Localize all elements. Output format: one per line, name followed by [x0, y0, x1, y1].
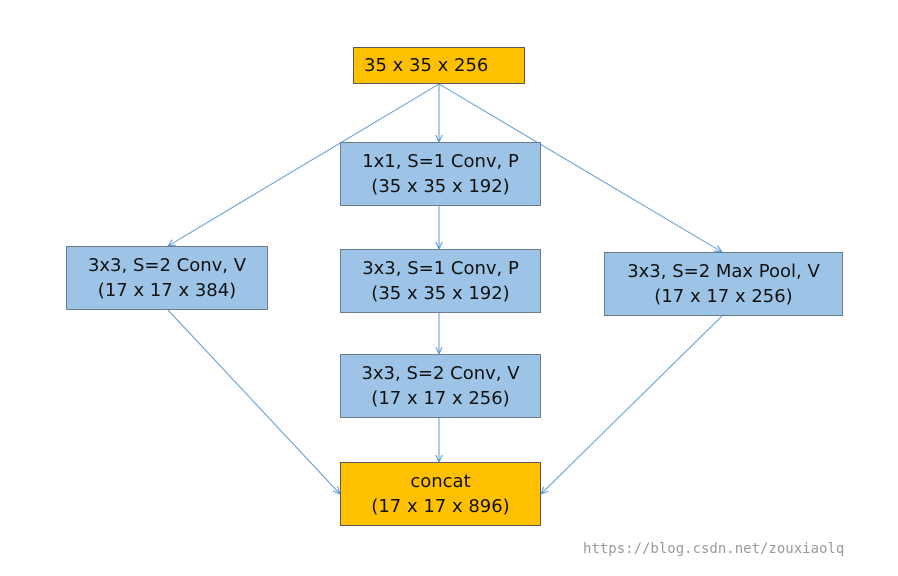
conv3x3-s2-left-shape: (17 x 17 x 384) — [97, 280, 237, 301]
maxpool-box: 3x3, S=2 Max Pool, V (17 x 17 x 256) — [604, 252, 843, 316]
conv3x3-s2-left-box: 3x3, S=2 Conv, V (17 x 17 x 384) — [66, 246, 268, 310]
conv1x1-shape: (35 x 35 x 192) — [371, 176, 510, 197]
conv3x3-s1-label: 3x3, S=1 Conv, P — [362, 258, 519, 279]
edge-conv3x3_s2_left-to-concat — [167, 309, 340, 494]
conv3x3-s2-middle-box: 3x3, S=2 Conv, V (17 x 17 x 256) — [340, 354, 541, 418]
edge-input-to-conv3x3_s2_left — [168, 83, 440, 246]
conv1x1-box: 1x1, S=1 Conv, P (35 x 35 x 192) — [340, 142, 541, 206]
watermark-url: https://blog.csdn.net/zouxiaolq — [583, 541, 845, 557]
edge-input-to-maxpool — [438, 83, 722, 252]
conv1x1-label: 1x1, S=1 Conv, P — [362, 151, 519, 172]
conv3x3-s1-shape: (35 x 35 x 192) — [371, 283, 510, 304]
maxpool-shape: (17 x 17 x 256) — [654, 286, 793, 307]
concat-shape: (17 x 17 x 896) — [371, 496, 510, 517]
concat-box: concat (17 x 17 x 896) — [340, 462, 541, 526]
conv3x3-s2-middle-shape: (17 x 17 x 256) — [371, 388, 510, 409]
conv3x3-s1-box: 3x3, S=1 Conv, P (35 x 35 x 192) — [340, 249, 541, 313]
conv3x3-s2-left-label: 3x3, S=2 Conv, V — [87, 255, 247, 276]
conv3x3-s2-middle-label: 3x3, S=2 Conv, V — [361, 363, 520, 384]
concat-label: concat — [410, 471, 471, 492]
maxpool-label: 3x3, S=2 Max Pool, V — [627, 261, 820, 282]
edge-maxpool-to-concat — [541, 315, 723, 494]
input-tensor-label: 35 x 35 x 256 — [364, 55, 489, 76]
input-tensor-box: 35 x 35 x 256 — [353, 47, 525, 84]
